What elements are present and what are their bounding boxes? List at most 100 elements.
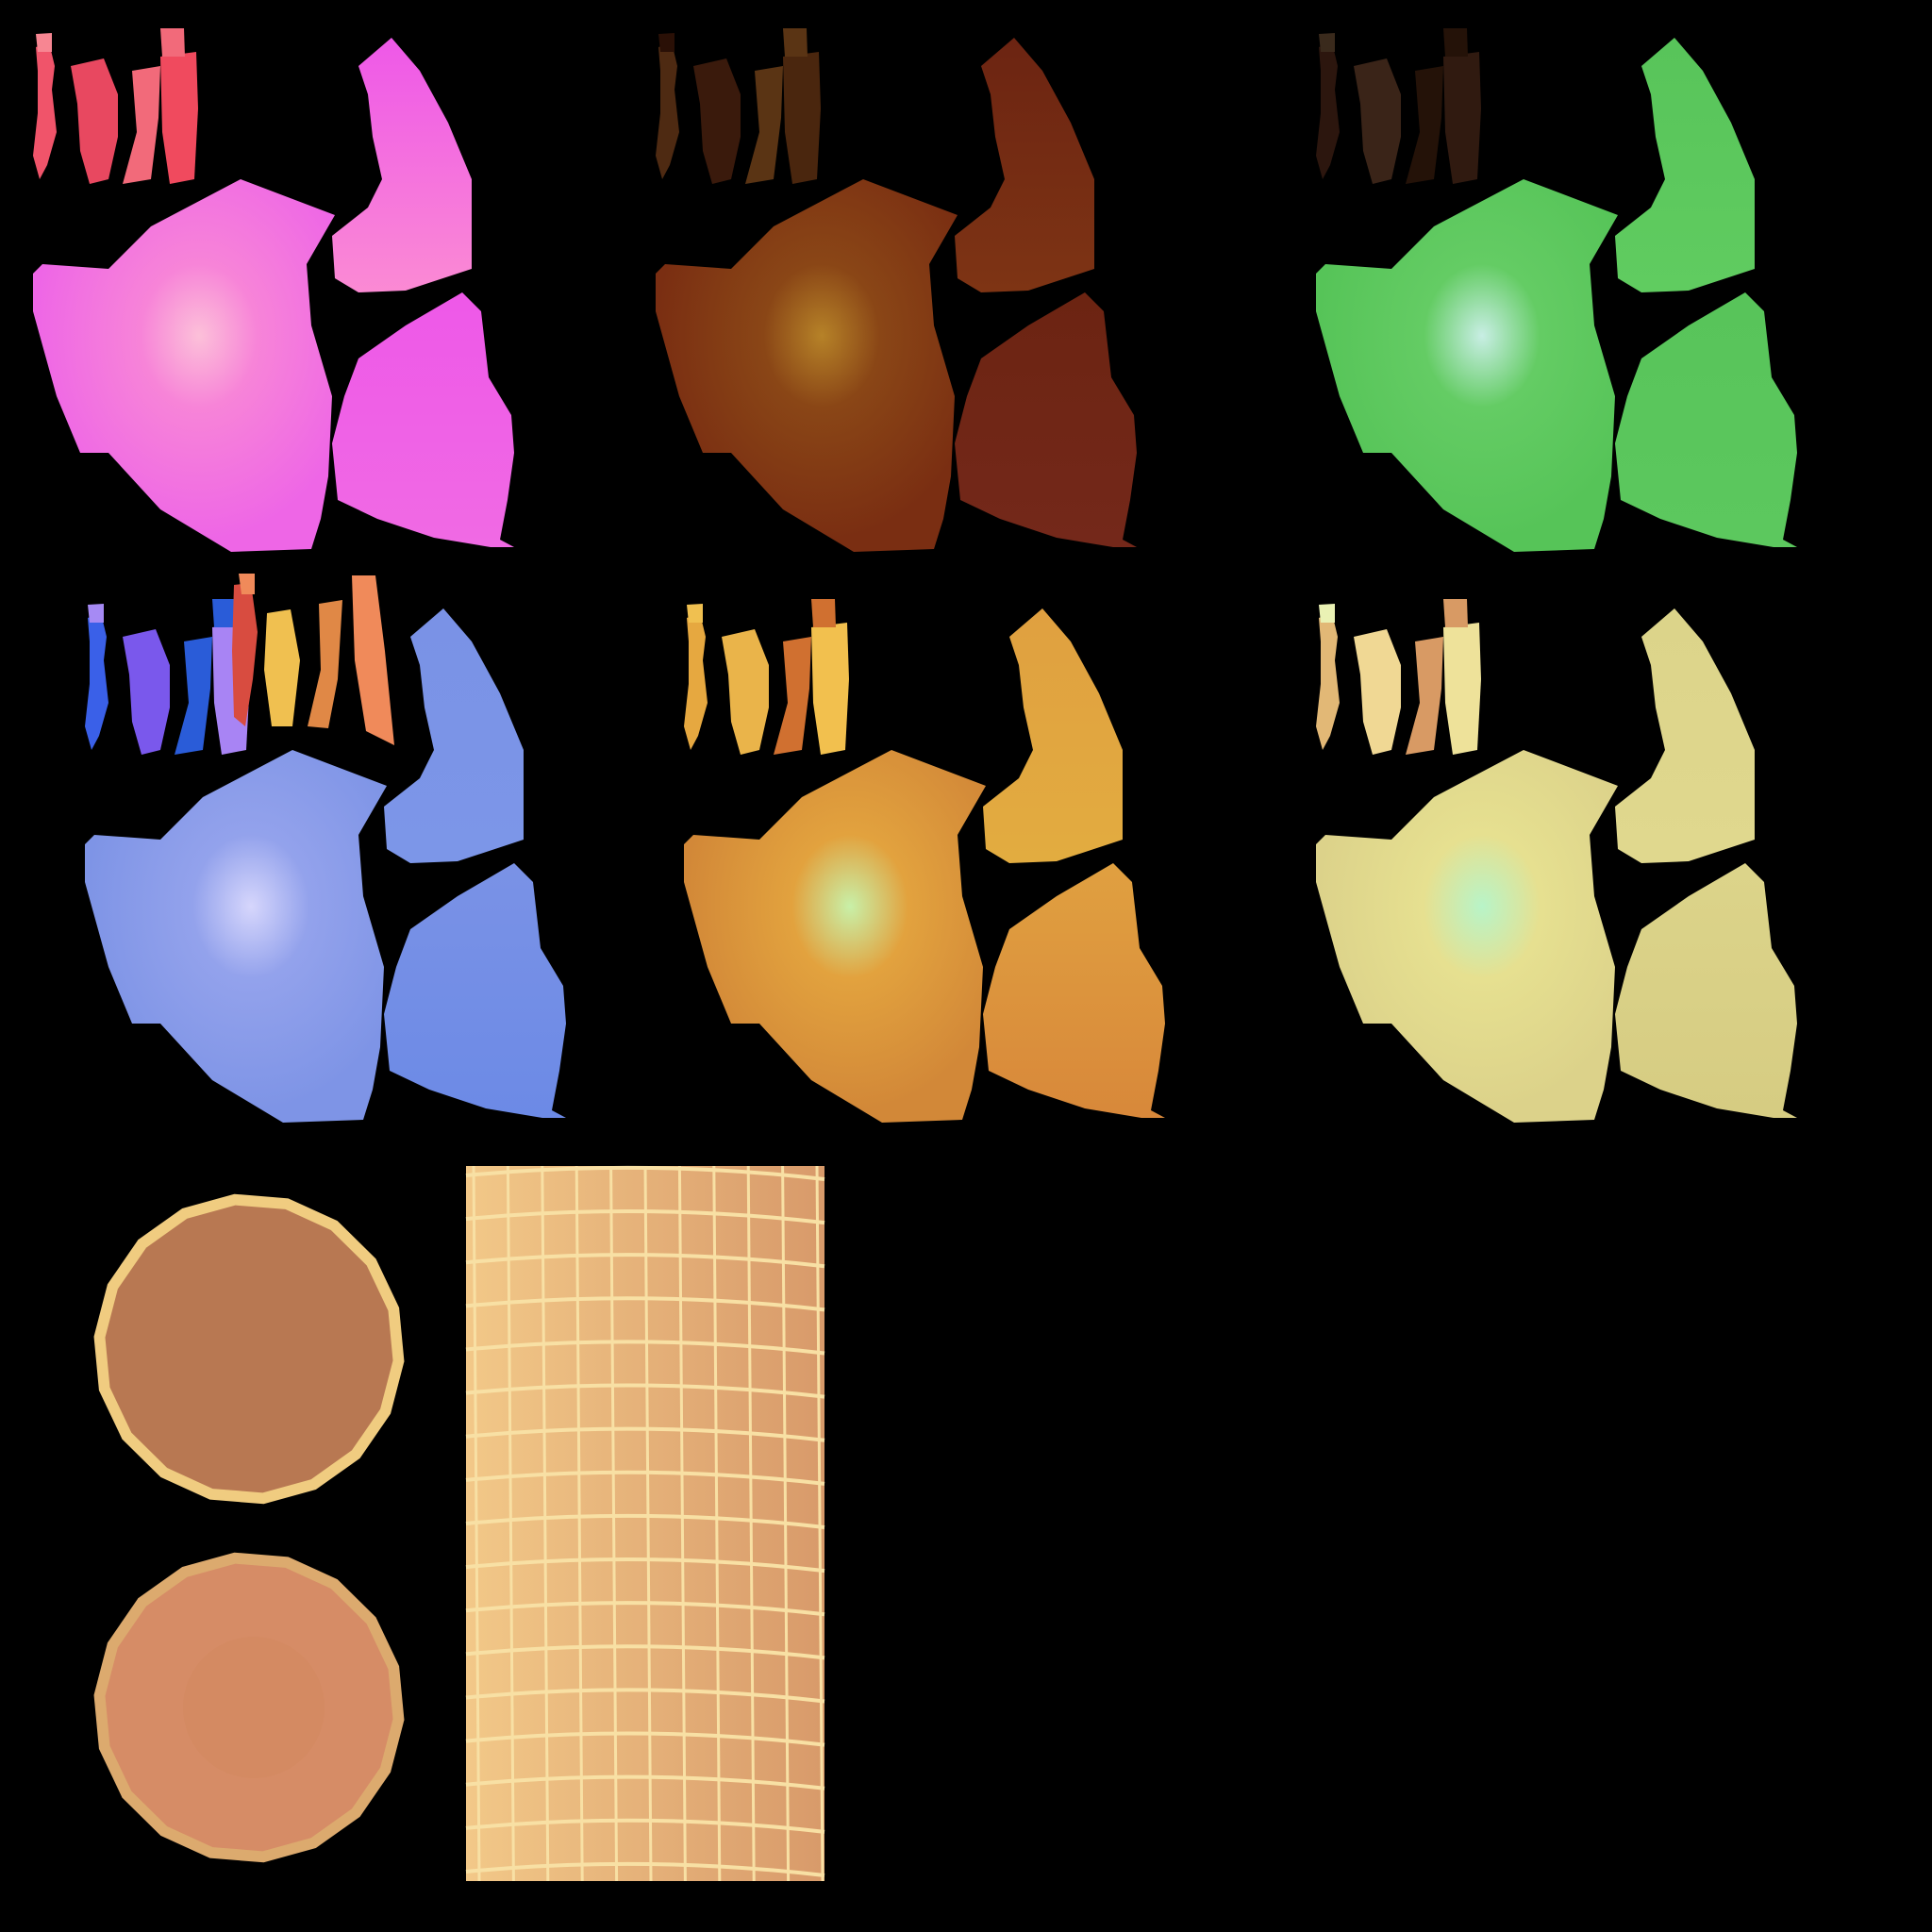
uv-small-island: [745, 66, 783, 184]
extra-small-islands: [232, 574, 394, 745]
grid-line-horizontal: [465, 1165, 825, 1181]
uv-lobe-island: [1615, 863, 1797, 1118]
uv-small-island: [71, 58, 118, 184]
uv-tip-island: [687, 604, 703, 623]
grid-line-horizontal: [465, 1601, 825, 1617]
uv-stem-island: [160, 28, 185, 57]
grid-line-horizontal: [465, 1688, 825, 1704]
disc-bottom: [93, 1552, 405, 1863]
uv-small-island: [33, 42, 57, 179]
uv-small-island: [783, 52, 821, 184]
uv-small-island: [774, 637, 811, 755]
uv-small-island: [160, 52, 198, 184]
grid-line-horizontal: [465, 1209, 825, 1225]
uv-strip: [232, 574, 394, 745]
uv-tail-island: [332, 38, 472, 292]
grid-line-horizontal: [465, 1470, 825, 1486]
uv-set-orange: [684, 599, 1165, 1123]
grid-line-horizontal: [465, 1861, 825, 1877]
uv-main-island: [1316, 750, 1618, 1123]
uv-lobe-island: [1615, 292, 1797, 547]
uv-tail-island: [955, 38, 1094, 292]
uv-small-island: [123, 66, 160, 184]
uv-set-pink: [33, 28, 514, 552]
uv-small-island: [1406, 66, 1443, 184]
uv-main-island: [684, 750, 986, 1123]
uv-tail-island: [384, 608, 524, 863]
uv-tail-island: [1615, 608, 1755, 863]
grid-line-vertical: [712, 1165, 722, 1882]
grid-line-horizontal: [465, 1340, 825, 1356]
uv-tip-island: [658, 33, 675, 52]
grid-line-vertical: [506, 1165, 515, 1882]
disc-inner-circle: [183, 1637, 325, 1778]
uv-small-island: [1316, 42, 1340, 179]
grid-line-horizontal: [465, 1557, 825, 1574]
uv-small-island: [1354, 58, 1401, 184]
grid-line-horizontal: [465, 1818, 825, 1834]
uv-tip-island: [1319, 33, 1335, 52]
uv-strip-tip: [239, 574, 255, 594]
uv-main-island: [85, 750, 387, 1123]
uv-discs: [93, 1193, 405, 1863]
uv-set-brown: [656, 28, 1137, 552]
uv-small-island: [684, 613, 708, 750]
uv-tail-island: [1615, 38, 1755, 292]
grid-line-horizontal: [465, 1426, 825, 1442]
uv-small-island: [175, 637, 212, 755]
grid-line-horizontal: [465, 1513, 825, 1529]
uv-main-island: [1316, 179, 1618, 552]
uv-small-island: [85, 613, 108, 750]
uv-strip-island: [308, 600, 342, 728]
grid-line-vertical: [677, 1165, 687, 1882]
uv-stem-island: [1443, 28, 1468, 57]
uv-set-blue: [85, 599, 566, 1123]
uv-small-island: [656, 42, 679, 179]
grid-line-vertical: [575, 1165, 584, 1882]
grid-line-vertical: [541, 1165, 550, 1882]
uv-tail-island: [983, 608, 1123, 863]
uv-main-island: [33, 179, 335, 552]
uv-grid-panel: [465, 1165, 825, 1882]
uv-strip-island: [232, 583, 258, 726]
uv-lobe-island: [955, 292, 1137, 547]
uv-strip-island: [264, 609, 300, 726]
grid-line-horizontal: [465, 1253, 825, 1269]
uv-strip-island: [352, 575, 394, 745]
uv-small-island: [1443, 52, 1481, 184]
uv-tip-island: [88, 604, 104, 623]
grid-line-vertical: [609, 1165, 619, 1882]
uv-stem-island: [811, 599, 836, 627]
uv-small-island: [123, 629, 170, 755]
grid-line-horizontal: [465, 1774, 825, 1790]
uv-small-island: [693, 58, 741, 184]
grid-line-horizontal: [465, 1296, 825, 1312]
grid-line-horizontal: [465, 1731, 825, 1747]
uv-small-island: [811, 623, 849, 755]
uv-lobe-island: [983, 863, 1165, 1118]
uv-tip-island: [1319, 604, 1335, 623]
grid-line-horizontal: [465, 1383, 825, 1399]
uv-stem-island: [783, 28, 808, 57]
grid-line-vertical: [643, 1165, 653, 1882]
uv-tip-island: [36, 33, 52, 52]
uv-set-green: [1316, 28, 1797, 552]
uv-lobe-island: [332, 292, 514, 547]
uv-small-island: [1443, 623, 1481, 755]
uv-set-cream: [1316, 599, 1797, 1123]
grid-line-horizontal: [465, 1644, 825, 1660]
grid-line-vertical: [815, 1165, 824, 1882]
uv-small-island: [1354, 629, 1401, 755]
grid-line-vertical: [746, 1165, 756, 1882]
uv-stem-island: [212, 599, 237, 627]
uv-island-sets: [33, 28, 1797, 1123]
uv-main-island: [656, 179, 958, 552]
disc-fill: [105, 1205, 393, 1493]
uv-small-island: [1406, 637, 1443, 755]
disc-top: [93, 1193, 405, 1505]
uv-small-island: [722, 629, 769, 755]
uv-lobe-island: [384, 863, 566, 1118]
uv-stem-island: [1443, 599, 1468, 627]
